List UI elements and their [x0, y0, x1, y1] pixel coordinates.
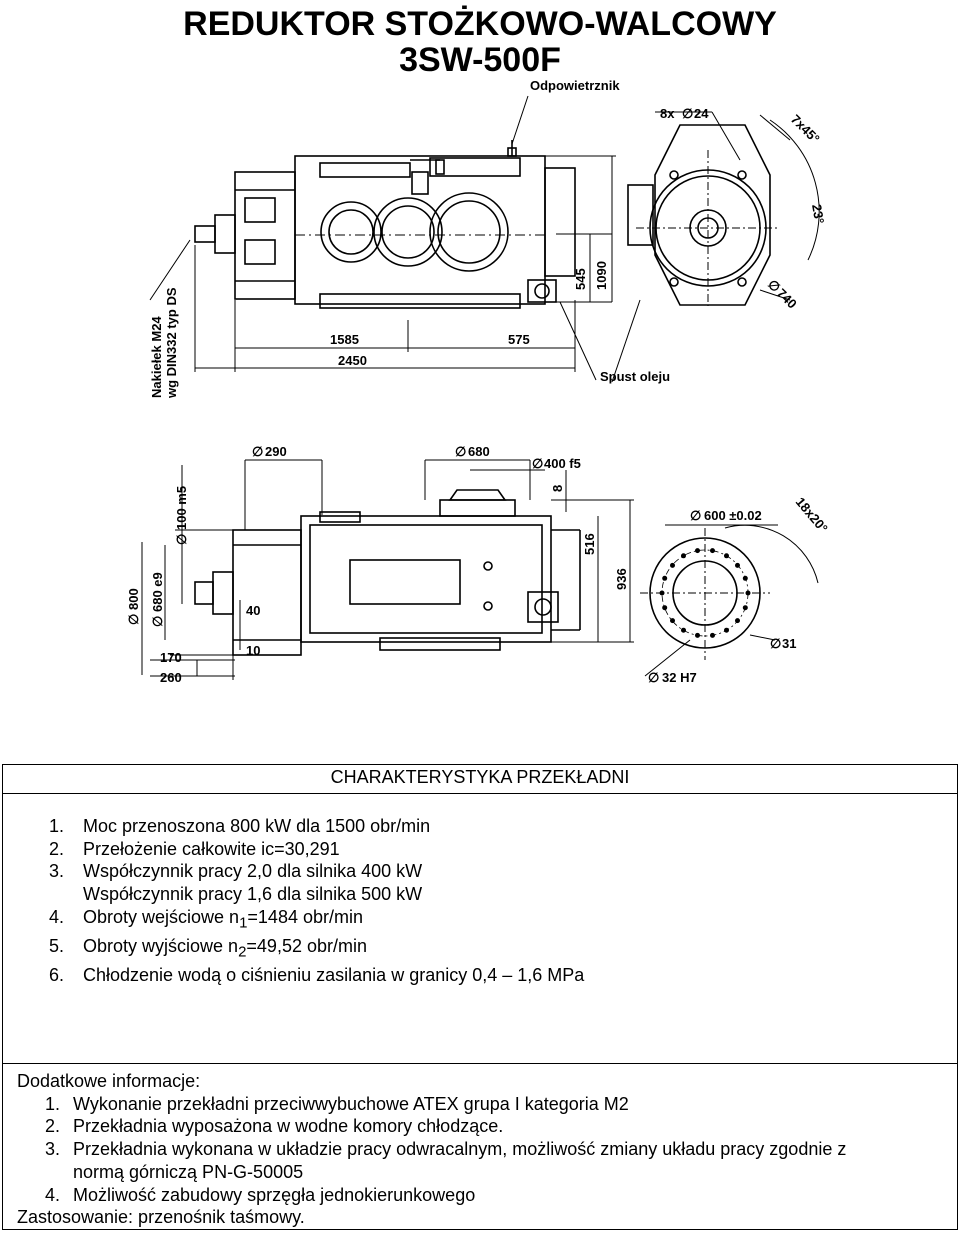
diameter-symbol: ∅	[770, 636, 781, 651]
additional-info-box: Dodatkowe informacje: 1.Wykonanie przekł…	[2, 1063, 958, 1230]
list-item: 1.Wykonanie przekładni przeciwwybuchowe …	[45, 1093, 629, 1114]
dim-2450: 2450	[338, 353, 367, 368]
dim-290: 290	[265, 444, 287, 459]
top-side-view	[149, 95, 616, 381]
dim-holes18: 18x20°	[793, 494, 831, 535]
flange-bolt-holes	[659, 548, 751, 638]
dim-936: 936	[614, 568, 629, 590]
dim-40: 40	[246, 603, 260, 618]
list-item: 6.Chłodzenie wodą o ciśnieniu zasilania …	[49, 965, 585, 986]
dim-680e9: 680 e9	[150, 572, 165, 612]
application-line: Zastosowanie: przenośnik taśmowy.	[17, 1207, 305, 1228]
diameter-symbol: ∅	[648, 670, 659, 685]
characteristics-list: 1.Moc przenoszona 800 kW dla 1500 obr/mi…	[49, 815, 584, 987]
nameplate-label-2: wg DIN332 typ DS	[164, 287, 179, 399]
dim-400f5: 400 f5	[544, 456, 581, 471]
dim-575: 575	[508, 332, 530, 347]
list-item: 4.Obroty wejściowe n1=1484 obr/min	[49, 906, 363, 932]
dim-100m5: 100 m5	[174, 486, 189, 530]
dim-600: 600 ±0.02	[704, 508, 762, 523]
list-item: 2.Przełożenie całkowite ic=30,291	[49, 838, 340, 859]
dim-holes-count: 8x	[660, 106, 675, 121]
drain-label: Spust oleju	[600, 369, 670, 384]
dim-800: 800	[126, 588, 141, 610]
diameter-symbol: ∅	[126, 614, 141, 625]
diameter-symbol: ∅	[174, 534, 189, 545]
dim-516: 516	[582, 533, 597, 555]
technical-drawing: Odpowietrznik Spust oleju Nakiełek M24 w…	[126, 78, 831, 685]
dim-680: 680	[468, 444, 490, 459]
dim-holes-diameter: 24	[694, 106, 709, 121]
dim-8: 8	[550, 485, 565, 492]
list-item: 1.Moc przenoszona 800 kW dla 1500 obr/mi…	[49, 816, 431, 836]
dim-545: 545	[573, 268, 588, 290]
nameplate-label-1: Nakiełek M24	[149, 316, 164, 398]
dim-angle: 23°	[809, 203, 827, 225]
diameter-symbol: ∅	[682, 106, 693, 121]
diameter-symbol: ∅	[690, 508, 701, 523]
list-item: Współczynnik pracy 1,6 dla silnika 500 k…	[83, 884, 423, 905]
dim-32h7: 32 H7	[662, 670, 697, 685]
list-item: 4.Możliwość zabudowy sprzęgła jednokieru…	[45, 1184, 476, 1205]
characteristics-heading: CHARAKTERYSTYKA PRZEKŁADNI	[330, 767, 630, 787]
dim-170: 170	[160, 650, 182, 665]
dim-chamfer: 7x45°	[788, 112, 823, 147]
dim-1585: 1585	[330, 332, 359, 347]
diameter-symbol: ∅	[252, 444, 263, 459]
dim-260: 260	[160, 670, 182, 685]
bottom-plan-view	[141, 459, 634, 680]
flange-view	[640, 524, 819, 677]
diameter-symbol: ∅	[455, 444, 466, 459]
additional-heading: Dodatkowe informacje:	[17, 1071, 201, 1091]
diameter-symbol: ∅	[532, 456, 543, 471]
dim-10: 10	[246, 643, 260, 658]
dim-31: 31	[782, 636, 796, 651]
list-item: 3.Współczynnik pracy 2,0 dla silnika 400…	[49, 861, 423, 882]
model-number: 3SW-500F	[399, 41, 561, 79]
vent-label: Odpowietrznik	[530, 78, 620, 93]
divider	[3, 793, 957, 794]
list-item: normą górniczą PN-G-50005	[73, 1161, 304, 1182]
list-item: 3.Przekładnia wykonana w układzie pracy …	[45, 1139, 847, 1160]
diameter-symbol: ∅	[150, 616, 165, 627]
list-item: 2.Przekładnia wyposażona w wodne komory …	[45, 1116, 504, 1137]
top-front-view	[611, 111, 820, 383]
dim-1090: 1090	[594, 261, 609, 290]
document-title: REDUKTOR STOŻKOWO-WALCOWY	[183, 5, 777, 43]
additional-info: Dodatkowe informacje: 1.Wykonanie przekł…	[17, 1070, 846, 1229]
characteristics-box: CHARAKTERYSTYKA PRZEKŁADNI 1.Moc przenos…	[2, 764, 958, 1064]
list-item: 5.Obroty wyjściowe n2=49,52 obr/min	[49, 936, 367, 961]
